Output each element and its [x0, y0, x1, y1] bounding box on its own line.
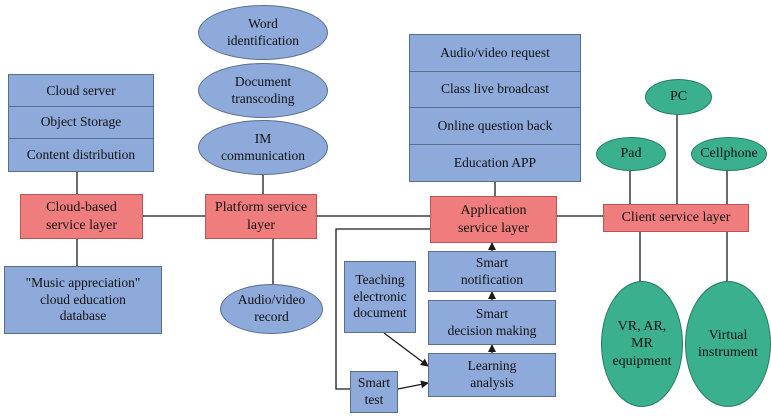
im-communication-ellipse: IM communication [198, 120, 328, 175]
education-app-cell: Education APP [453, 154, 537, 170]
audio-video-request-cell: Audio/video request [410, 35, 580, 72]
cloud-service-layer: Cloud-based service layer [20, 194, 143, 239]
arrow-teaching-analysis [383, 332, 429, 367]
application-service-layer: Application service layer [430, 196, 557, 243]
link-application-test [335, 228, 430, 390]
learning-analysis-box: Learning analysis [428, 353, 556, 397]
class-live-broadcast-cell: Class live broadcast [410, 72, 580, 108]
smart-notification-box: Smart notification [428, 251, 556, 292]
teaching-document-box: Teaching electronic document [344, 261, 416, 333]
audio-video-record-ellipse: Audio/video record [220, 284, 323, 334]
pc-ellipse: PC [645, 79, 712, 115]
platform-service-layer: Platform service layer [205, 194, 317, 239]
application-feature-stack: Audio/video request Class live broadcast… [409, 34, 581, 182]
smart-test-box: Smart test [350, 371, 398, 413]
online-question-back-cell: Online question back [410, 108, 580, 145]
music-database: "Music appreciation" cloud education dat… [4, 266, 162, 334]
content-distribution-cell: Content distribution [26, 146, 136, 162]
cellphone-ellipse: Cellphone [691, 137, 767, 171]
smart-decision-box: Smart decision making [428, 300, 556, 345]
client-service-layer: Client service layer [603, 204, 749, 232]
pad-ellipse: Pad [596, 137, 666, 171]
cloud-server-cell: Cloud server [9, 75, 153, 108]
virtual-instrument-ellipse: Virtual instrument [685, 281, 771, 407]
document-transcoding-ellipse: Document transcoding [198, 63, 328, 118]
word-identification-ellipse: Word identification [198, 5, 328, 60]
object-storage-cell: Object Storage [9, 107, 153, 140]
arrow-test-analysis [397, 380, 429, 390]
vr-ar-mr-ellipse: VR, AR, MR equipment [601, 281, 683, 407]
cloud-resource-stack: Cloud server Object Storage Content dist… [8, 74, 154, 172]
